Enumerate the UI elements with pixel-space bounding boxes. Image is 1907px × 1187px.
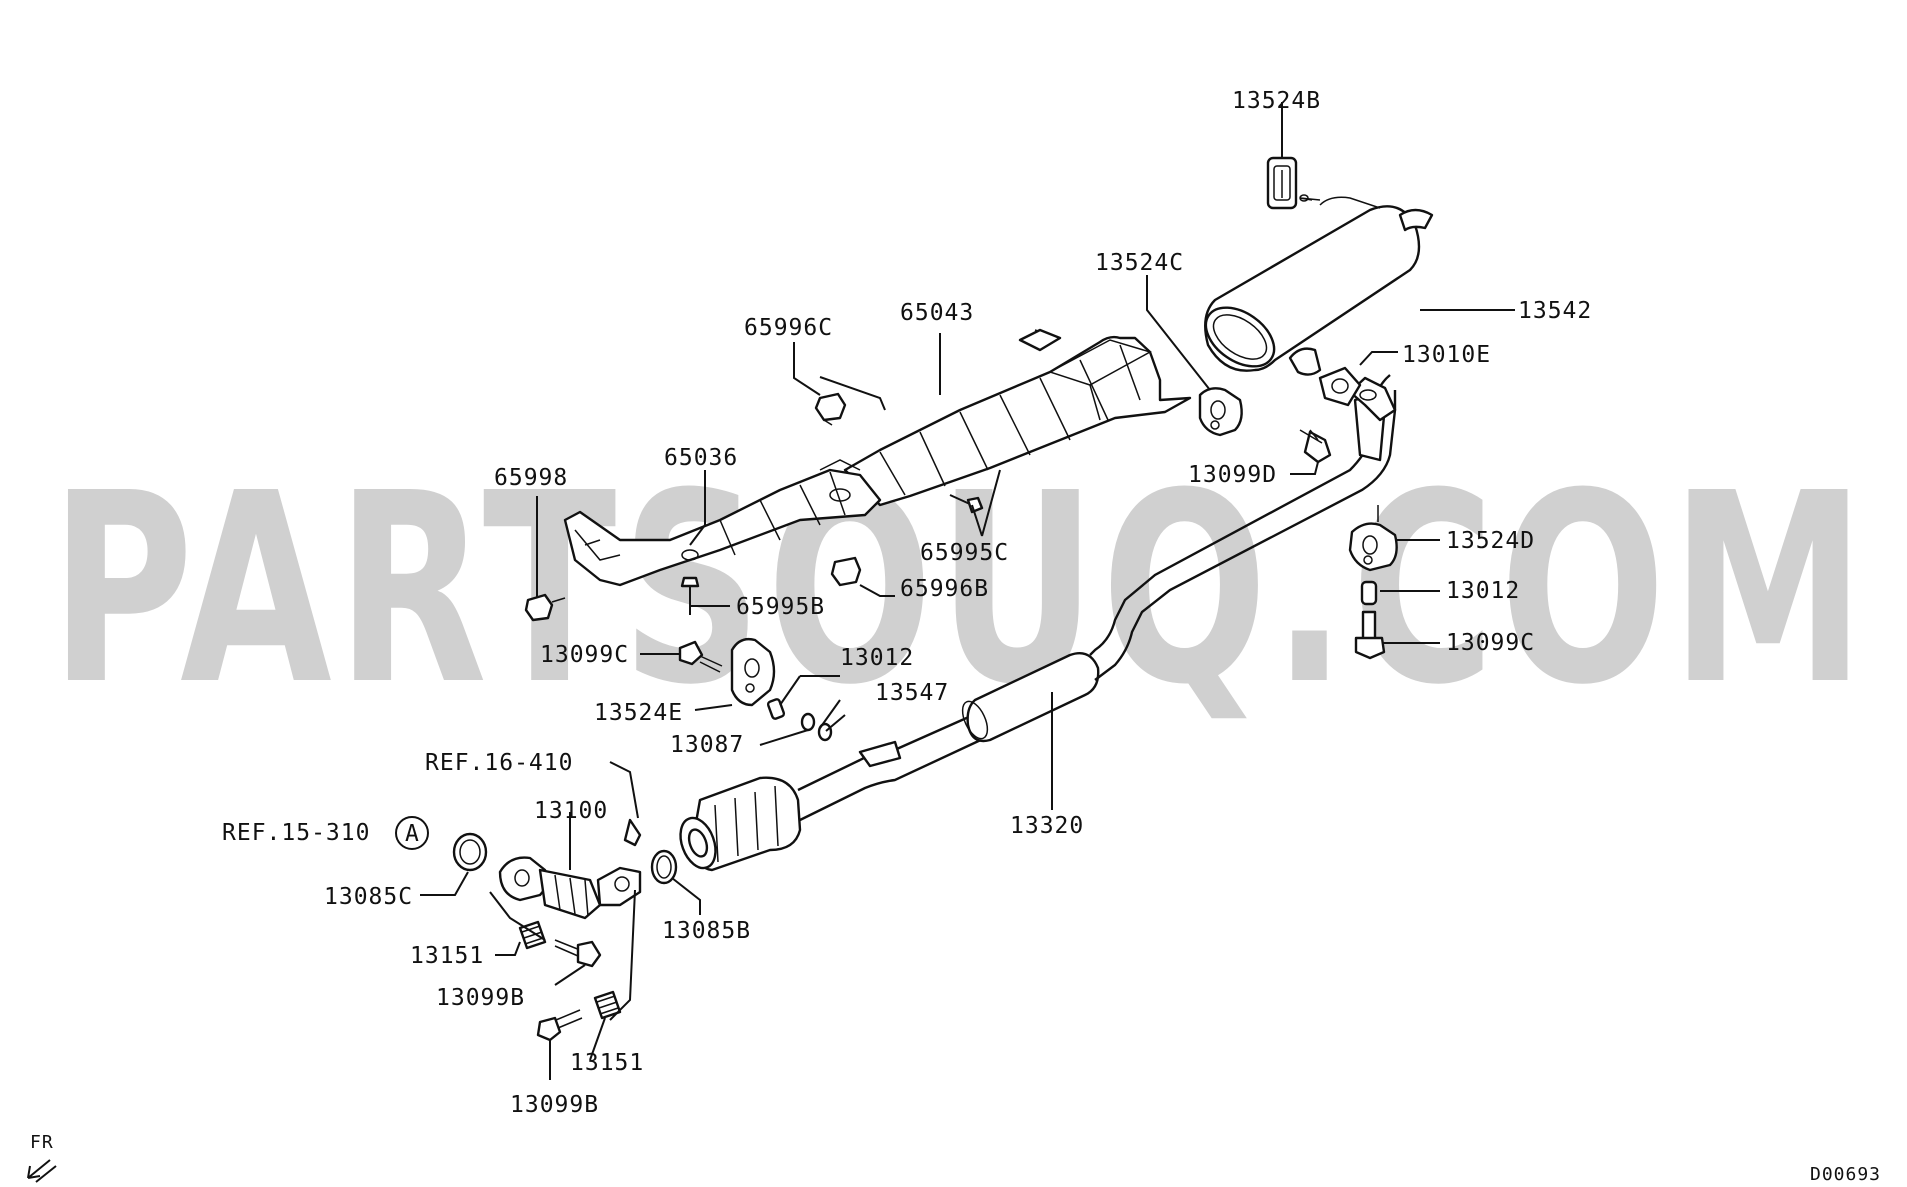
leader-lines — [420, 102, 1515, 1080]
bolt-13099C-left[interactable] — [678, 640, 723, 673]
washer-13547[interactable] — [817, 722, 833, 742]
label-13524D: 13524D — [1446, 528, 1535, 554]
ref-16-410-clip — [623, 818, 642, 847]
label-13151-b: 13151 — [570, 1050, 644, 1076]
nut-65996B[interactable] — [830, 556, 862, 587]
label-13524C: 13524C — [1095, 250, 1184, 276]
label-65996B: 65996B — [900, 576, 989, 602]
bolt-13099C-right[interactable] — [1354, 610, 1386, 660]
label-ref-16-410: REF.16-410 — [425, 750, 573, 776]
label-13085B: 13085B — [662, 918, 751, 944]
label-65995B: 65995B — [736, 594, 825, 620]
label-13085C: 13085C — [324, 884, 413, 910]
label-13010E: 13010E — [1402, 342, 1491, 368]
hanger-13524C[interactable] — [1198, 387, 1243, 437]
label-65043: 65043 — [900, 300, 974, 326]
label-13012-left: 13012 — [840, 645, 914, 671]
gasket-13085C[interactable] — [452, 832, 488, 872]
hanger-13524E[interactable] — [730, 637, 776, 707]
label-13542: 13542 — [1518, 298, 1592, 324]
label-13151-a: 13151 — [410, 943, 484, 969]
bolt-13099B-b[interactable] — [536, 1009, 583, 1042]
gasket-13085B[interactable] — [650, 849, 678, 885]
main-pipe-13320[interactable] — [674, 374, 1397, 873]
direction-label: FR — [30, 1132, 54, 1153]
label-13087: 13087 — [670, 732, 744, 758]
ref-circle-A — [395, 816, 429, 850]
rear-muffler-13542[interactable] — [1195, 196, 1434, 378]
hanger-13524D[interactable] — [1348, 505, 1398, 572]
label-13012-right: 13012 — [1446, 578, 1520, 604]
label-13099B-a: 13099B — [436, 985, 525, 1011]
label-13099C-right: 13099C — [1446, 630, 1535, 656]
clip-65995C[interactable] — [949, 494, 984, 514]
label-13099C-left: 13099C — [540, 642, 629, 668]
label-13547: 13547 — [875, 680, 949, 706]
hanger-13524B[interactable] — [1266, 156, 1313, 210]
label-13099D: 13099D — [1188, 462, 1277, 488]
heat-protector-65043[interactable] — [843, 328, 1192, 507]
gasket-13010E[interactable] — [1318, 366, 1362, 407]
bolt-13099D[interactable] — [1299, 429, 1332, 464]
washer-13087[interactable] — [800, 712, 816, 732]
spring-13151-b[interactable] — [593, 990, 622, 1020]
label-13100: 13100 — [534, 798, 608, 824]
pin-13012-right[interactable] — [1360, 580, 1378, 606]
direction-arrow-icon — [27, 1159, 57, 1183]
label-13524B: 13524B — [1232, 88, 1321, 114]
heat-protector-65036[interactable] — [563, 459, 882, 587]
label-ref-15-310: REF.15-310 — [222, 820, 370, 846]
label-13320: 13320 — [1010, 813, 1084, 839]
label-13099B-b: 13099B — [510, 1092, 599, 1118]
label-circle-A: A — [405, 821, 420, 847]
nut-65996C[interactable] — [814, 392, 847, 426]
diagram-code: D00693 — [1810, 1164, 1881, 1185]
bolt-13099B-a[interactable] — [554, 939, 602, 968]
bolt-65998[interactable] — [524, 593, 566, 622]
label-65036: 65036 — [664, 445, 738, 471]
front-pipe-13100[interactable] — [498, 856, 642, 920]
label-13524E: 13524E — [594, 700, 683, 726]
label-65996C: 65996C — [744, 315, 833, 341]
label-65998: 65998 — [494, 465, 568, 491]
watermark: PARTSOUQ.COM — [50, 437, 1870, 742]
label-65995C: 65995C — [920, 540, 1009, 566]
